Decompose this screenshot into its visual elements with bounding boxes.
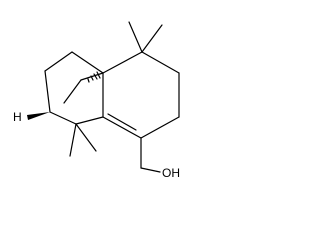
bond-methyl-bottom-right [75, 123, 97, 152]
bond-ch2-oh [140, 167, 161, 173]
hash-line-4 [96, 71, 101, 79]
wedge-bond-h [27, 112, 50, 120]
hashed-wedge-bond [87, 71, 101, 83]
hydrogen-label: H [13, 110, 22, 124]
hash-line-2 [90, 75, 94, 81]
gem-dimethyl-bottom [69, 123, 97, 157]
bond-bridgehead-ch2top [71, 51, 104, 74]
hash-line-3 [93, 73, 98, 80]
bond-alkene-double [107, 113, 137, 131]
bond-bridgehead-gemC [102, 51, 143, 74]
bond-methyl-bottom-left [69, 123, 77, 157]
bond-methyl-top-left [128, 21, 143, 53]
bicyclic-ring [44, 51, 104, 125]
hydroxymethyl-group [140, 137, 161, 173]
bond-methyl-top-right [141, 24, 163, 53]
bond-bridge-b [63, 79, 82, 104]
hydroxyl-label: OH [162, 166, 180, 180]
cyclohexene-ring [102, 51, 180, 139]
gem-dimethyl-top [128, 21, 163, 53]
hash-line-1 [87, 78, 90, 83]
bond-bridge-a [80, 72, 104, 81]
bond-alkeneC-ringfuse [102, 116, 142, 139]
bond-ch2top-ch2left [44, 51, 73, 72]
bond-ch2b-alkeneC [140, 116, 180, 139]
bond-gemC-ch2a [141, 51, 180, 74]
chemical-structure-diagram: H OH [13, 21, 180, 180]
bond-stereoC-gemC2 [49, 111, 77, 125]
bond-gemC2-ringfuse [75, 116, 104, 125]
bond-ch2left-stereoC [44, 70, 51, 113]
